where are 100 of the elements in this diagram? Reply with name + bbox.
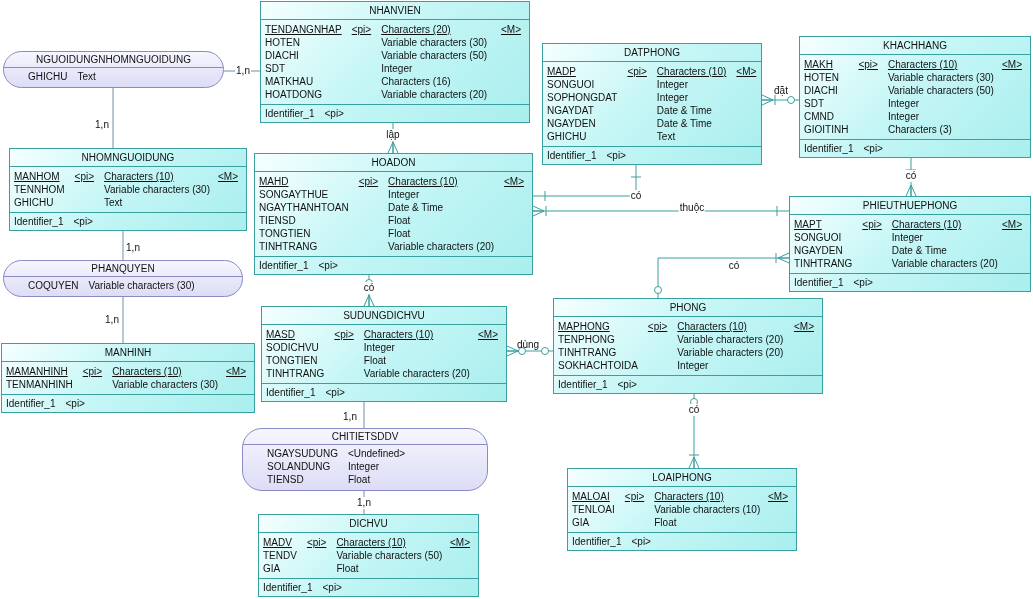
identifier-name: Identifier_1 [14,216,64,227]
data-type: Text [104,196,124,209]
mandatory-tag: <M> [768,490,788,503]
cardinality-label: 1,n [356,497,372,509]
attribute-name: TENDV [263,549,297,562]
entity-box [799,36,1031,158]
entity-box [567,468,797,551]
attribute-name: DIACHI [804,84,839,97]
data-type: Integer [381,62,414,75]
attribute-name: TENDANGNHAP [265,23,342,36]
attribute-name: TENLOAI [572,503,615,516]
attribute-name: MAHD [259,175,290,188]
identifier-name: Identifier_1 [266,387,316,398]
attribute-name: TENNHOM [14,183,65,196]
identifier-tag: <pi> [318,260,338,271]
data-type: Integer [677,359,710,372]
data-type: Date & Time [656,117,713,130]
entity-box [261,306,507,402]
mandatory-tag: <M> [794,320,814,333]
mandatory-tag: <M> [218,170,238,183]
relationship-label: có [727,260,741,272]
relationship-connector [532,205,790,217]
mandatory-tag: <M> [504,175,524,188]
mandatory-tag: <M> [226,365,246,378]
data-type: Characters (3) [887,123,953,136]
relationship-label: dùng [515,339,541,351]
relationship-label: có [629,190,643,202]
attribute-name: MASD [266,328,296,341]
data-type: Variable characters (30) [104,183,211,196]
data-type: Float [388,227,412,240]
relationship-label: có [904,170,918,182]
attribute-name: NGAYSUDUNG [267,447,338,460]
data-type: Characters (10) [363,328,435,341]
identifier-tag: <pi> [322,582,342,593]
attribute-name: CMND [804,110,835,123]
data-type: <Undefined> [347,447,407,460]
data-type: Variable characters (30) [381,36,489,49]
data-type: Text [656,130,677,143]
identifier-name: Identifier_1 [804,143,854,154]
mandatory-tag: <M> [478,328,498,341]
data-type: Integer [388,188,421,201]
identifier-tag: <pi> [74,170,95,183]
data-type: Integer [656,78,689,91]
attribute-name: MAKH [804,58,834,71]
attribute-name: TINHTRANG [266,367,325,380]
attribute-name: SOPHONGDAT [547,91,618,104]
entity-name: PHONG [554,299,822,317]
attribute-name: GIA [263,562,282,575]
data-type: Integer [887,110,921,123]
data-type: Variable characters (30) [112,378,220,391]
data-type: Integer [656,91,689,104]
attribute-name: TONGTIEN [259,227,312,240]
identifier-tag: <pi> [82,365,103,378]
cardinality-label: 1,n [125,242,141,254]
attribute-name: SDT [265,62,286,75]
identifier-tag: <pi> [334,328,354,341]
association-name: NGUOIDUNGNHOMNGUOIDUNG [4,52,223,68]
attribute-name: HOATDONG [265,88,324,101]
attribute-name: SONGUOI [794,231,843,244]
attribute-name: TINHTRANG [794,257,853,270]
data-type: Integer [347,460,381,473]
entity-box [553,298,823,394]
attribute-name: SONGUOI [547,78,596,91]
identifier-name: Identifier_1 [263,582,313,593]
data-type: Characters (10) [656,65,727,78]
entity-box [789,196,1031,292]
data-type: Text [77,70,97,83]
association-link [112,87,114,149]
association-name: PHANQUYEN [4,261,242,277]
attribute-name: TIENSD [267,473,305,486]
identifier-name: Identifier_1 [547,150,597,161]
identifier-tag: <pi> [862,218,882,231]
identifier-tag: <pi> [617,379,637,390]
entity-box [1,343,255,413]
attribute-name: SODICHVU [266,341,320,354]
relationship-connector [688,393,700,469]
data-type: Characters (10) [104,170,175,183]
identifier-tag: <pi> [306,536,327,549]
data-type: Characters (10) [388,175,459,188]
data-type: Variable characters (20) [677,333,785,346]
attribute-name: GIOITINH [804,123,849,136]
data-type: Date & Time [656,104,713,117]
data-type: Variable characters (20) [677,346,785,359]
attribute-name: SOLANDUNG [267,460,332,473]
identifier-name: Identifier_1 [558,379,608,390]
data-type: Characters (20) [381,23,452,36]
data-type: Float [388,214,412,227]
entity-name: MANHINH [2,344,254,362]
attribute-name: GIA [572,516,591,529]
identifier-tag: <pi> [65,398,85,409]
association-box [3,260,243,297]
data-type: Characters (10) [336,536,407,549]
entity-name: PHIEUTHUEPHONG [790,197,1030,215]
entity-box [260,1,530,123]
attribute-name: MALOAI [572,490,611,503]
attribute-name: DIACHI [265,49,300,62]
entity-name: SUDUNGDICHVU [262,307,506,325]
identifier-tag: <pi> [606,150,626,161]
relationship-label: lập [385,129,401,141]
data-type: Characters (10) [891,218,963,231]
